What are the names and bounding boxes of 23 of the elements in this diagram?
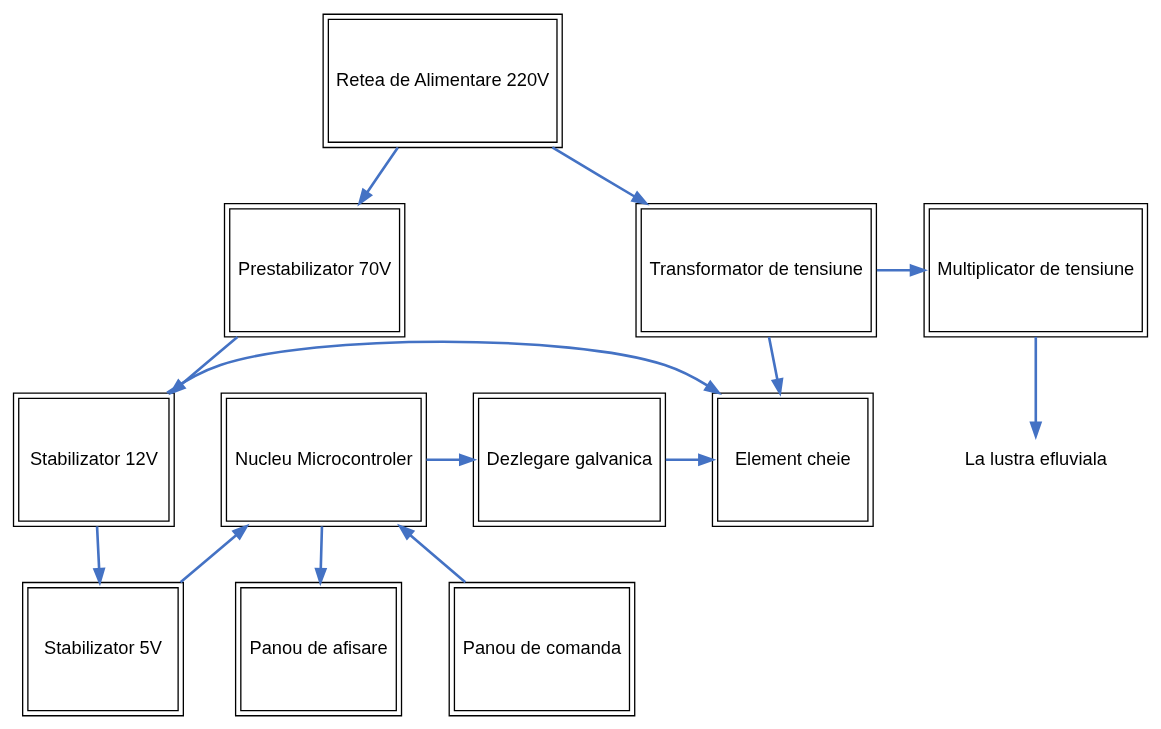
node-box: Nucleu Microcontroler — [220, 391, 427, 527]
node-box: Retea de Alimentare 220V — [322, 13, 563, 148]
node-text: La lustra efluviala — [964, 447, 1107, 469]
arrow — [314, 525, 328, 586]
node-box: Panou de afisare — [234, 581, 403, 716]
arrow — [397, 523, 467, 583]
arrow — [665, 452, 717, 466]
node-box: Multiplicator de tensiune — [923, 202, 1149, 338]
arrow — [1029, 336, 1043, 440]
arrow — [426, 452, 478, 466]
arrow — [767, 336, 784, 397]
arrow — [357, 146, 399, 207]
arrow — [179, 523, 250, 583]
node-box: Stabilizator 5V — [22, 581, 184, 716]
arrow — [551, 145, 650, 205]
arrow — [876, 263, 928, 277]
arrow — [92, 525, 106, 586]
node-box: Prestabilizator 70V — [223, 202, 406, 338]
node-box: Transformator de tensiune — [635, 202, 878, 338]
node-box: Dezlegare galvanica — [472, 391, 667, 527]
node-box: Element cheie — [711, 391, 874, 527]
node-box: Stabilizator 12V — [12, 391, 175, 527]
node-box: Panou de comanda — [448, 581, 636, 716]
